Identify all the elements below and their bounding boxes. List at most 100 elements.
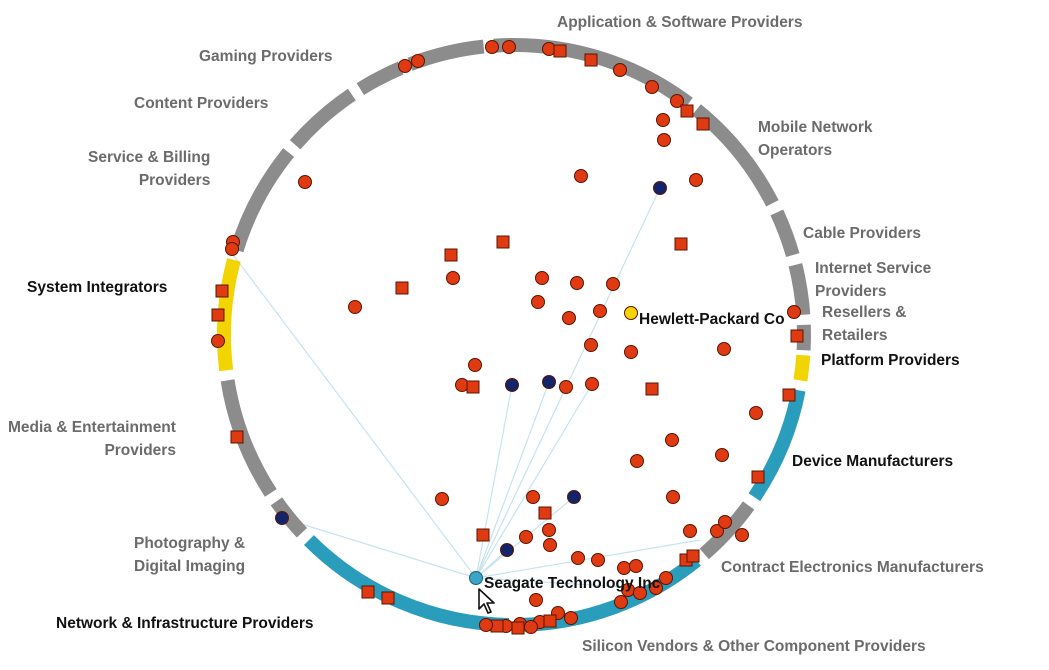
company-node[interactable]: [444, 248, 458, 262]
company-node[interactable]: [215, 284, 229, 298]
company-node[interactable]: [542, 375, 556, 389]
company-node[interactable]: [751, 470, 765, 484]
company-node[interactable]: [653, 181, 667, 195]
company-node[interactable]: [649, 581, 663, 595]
company-node[interactable]: [505, 378, 519, 392]
segment-label-network-infrastructure[interactable]: Network & Infrastructure Providers: [56, 615, 314, 632]
ring-segment-15[interactable]: [356, 61, 404, 96]
company-node[interactable]: [543, 538, 557, 552]
company-node[interactable]: [735, 528, 749, 542]
company-node[interactable]: [656, 113, 670, 127]
company-node[interactable]: [659, 571, 673, 585]
company-node[interactable]: [435, 492, 449, 506]
company-node[interactable]: [584, 338, 598, 352]
company-node[interactable]: [559, 380, 573, 394]
ring-segment-1[interactable]: [692, 104, 779, 207]
segment-label-contract-electronics[interactable]: Contract Electronics Manufacturers: [721, 559, 984, 576]
segment-label-content[interactable]: Content Providers: [134, 95, 269, 112]
segment-label-device-manufacturers[interactable]: Device Manufacturers: [792, 453, 954, 470]
node-label-seagate[interactable]: Seagate Technology Inc: [484, 575, 661, 592]
company-node[interactable]: [298, 175, 312, 189]
ring-segment-3[interactable]: [788, 263, 811, 316]
company-node[interactable]: [500, 543, 514, 557]
company-node[interactable]: [543, 614, 557, 628]
company-node[interactable]: [466, 380, 480, 394]
company-node[interactable]: [535, 271, 549, 285]
company-node[interactable]: [782, 388, 796, 402]
ring-segment-7[interactable]: [699, 501, 755, 560]
ring-segment-2[interactable]: [770, 209, 800, 258]
company-node[interactable]: [710, 524, 724, 538]
company-node[interactable]: [790, 329, 804, 343]
ring-segment-12[interactable]: [217, 258, 241, 372]
company-node[interactable]: [526, 490, 540, 504]
segment-label-mobile-network[interactable]: Mobile Network Operators: [758, 119, 873, 159]
company-node[interactable]: [225, 242, 239, 256]
segment-label-photography[interactable]: Photography & Digital Imaging: [134, 535, 246, 575]
company-node[interactable]: [502, 40, 516, 54]
company-node[interactable]: [686, 549, 700, 563]
company-node[interactable]: [645, 382, 659, 396]
segment-label-silicon-vendors[interactable]: Silicon Vendors & Other Component Provid…: [582, 638, 926, 655]
company-node[interactable]: [531, 295, 545, 309]
company-node[interactable]: [571, 551, 585, 565]
company-node[interactable]: [538, 506, 552, 520]
company-node[interactable]: [542, 523, 556, 537]
segment-label-resellers-retailers[interactable]: Resellers & Retailers: [822, 304, 907, 344]
company-node[interactable]: [665, 433, 679, 447]
company-node[interactable]: [211, 334, 225, 348]
company-node[interactable]: [613, 63, 627, 77]
node-seagate[interactable]: [469, 571, 483, 585]
company-node[interactable]: [395, 281, 409, 295]
company-node[interactable]: [606, 277, 620, 291]
company-node[interactable]: [749, 406, 763, 420]
company-node[interactable]: [629, 559, 643, 573]
segment-label-application-software[interactable]: Application & Software Providers: [557, 14, 803, 31]
company-node[interactable]: [666, 490, 680, 504]
segment-label-service-billing[interactable]: Service & Billing Providers: [88, 149, 211, 189]
company-node[interactable]: [630, 454, 644, 468]
company-node[interactable]: [624, 345, 638, 359]
company-node[interactable]: [614, 595, 628, 609]
ring-segment-6[interactable]: [748, 388, 806, 502]
company-node[interactable]: [718, 515, 732, 529]
company-node[interactable]: [230, 430, 244, 444]
company-node[interactable]: [485, 40, 499, 54]
company-node[interactable]: [511, 621, 525, 635]
ring-segment-13[interactable]: [229, 148, 295, 253]
ring-segment-14[interactable]: [289, 88, 356, 150]
company-node[interactable]: [348, 300, 362, 314]
company-node[interactable]: [593, 304, 607, 318]
company-node[interactable]: [680, 104, 694, 118]
company-node[interactable]: [524, 620, 538, 634]
company-node[interactable]: [670, 94, 684, 108]
company-node[interactable]: [275, 511, 289, 525]
company-node[interactable]: [585, 377, 599, 391]
company-node[interactable]: [591, 553, 605, 567]
company-node[interactable]: [674, 237, 688, 251]
company-node[interactable]: [496, 235, 510, 249]
company-node[interactable]: [696, 117, 710, 131]
company-node[interactable]: [567, 490, 581, 504]
company-node[interactable]: [715, 448, 729, 462]
company-node[interactable]: [564, 611, 578, 625]
company-node[interactable]: [787, 305, 801, 319]
company-node[interactable]: [584, 53, 598, 67]
segment-label-gaming[interactable]: Gaming Providers: [199, 48, 333, 65]
company-node[interactable]: [717, 342, 731, 356]
segment-label-platform[interactable]: Platform Providers: [821, 352, 960, 369]
node-hewlett-packard[interactable]: [624, 306, 638, 320]
company-node[interactable]: [476, 528, 490, 542]
company-node[interactable]: [398, 59, 412, 73]
company-node[interactable]: [633, 586, 647, 600]
company-node[interactable]: [553, 44, 567, 58]
segment-label-media-entertainment[interactable]: Media & Entertainment Providers: [8, 419, 176, 459]
segment-label-cable[interactable]: Cable Providers: [803, 225, 922, 242]
company-node[interactable]: [211, 308, 225, 322]
node-label-hewlett-packard[interactable]: Hewlett-Packard Co: [639, 311, 785, 328]
company-node[interactable]: [468, 358, 482, 372]
company-node[interactable]: [411, 54, 425, 68]
company-node[interactable]: [381, 591, 395, 605]
company-node[interactable]: [657, 133, 671, 147]
